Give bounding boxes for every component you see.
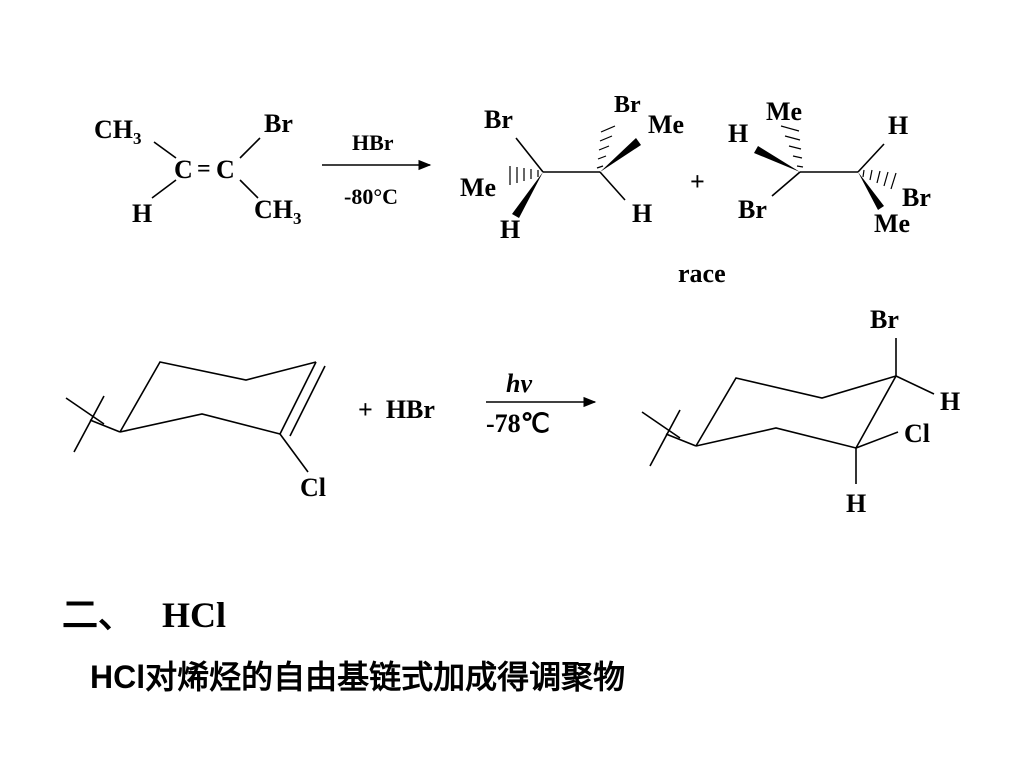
br-right-label: Br <box>902 183 931 212</box>
reaction2-reactant: Cl <box>65 361 326 502</box>
wedge-bond-h <box>754 146 800 172</box>
bond-c-h <box>895 375 935 395</box>
me-left-label: Me <box>460 173 496 202</box>
section-number: 二、 <box>62 595 135 635</box>
tbu-bond-1 <box>641 411 681 439</box>
bond-h-c <box>151 179 177 199</box>
br-top-label: Br <box>614 92 641 118</box>
wedge-bond-h <box>512 172 543 218</box>
cl-label: Cl <box>904 419 930 448</box>
bond-c-br <box>515 137 544 173</box>
me-bottom-label: Me <box>874 209 910 238</box>
ring-double-bond-1 <box>279 361 317 435</box>
ch3-bottom-label: CH3 <box>254 195 302 228</box>
h-left-label: H <box>728 119 748 148</box>
condition-hv: hv <box>506 369 532 398</box>
ring-top-edge <box>695 375 897 447</box>
bond-c-h <box>857 143 885 173</box>
c-right-label: C <box>216 155 235 184</box>
bond-c-br <box>239 137 261 159</box>
bond-ch3-c <box>153 141 177 159</box>
reaction2-arrow: hv -78℃ <box>486 369 597 438</box>
tbu-bond-3 <box>89 419 121 433</box>
br-left-label: Br <box>484 105 513 134</box>
section-title: HCl <box>162 595 227 635</box>
bond-c-ch3 <box>239 179 259 199</box>
ring-double-bond-2 <box>289 365 326 437</box>
description-text: HCl对烯烃的自由基链式加成得调聚物 <box>90 659 626 695</box>
me-right-label: Me <box>648 110 684 139</box>
reaction1-product2: Me H H Br Br Me <box>728 97 931 238</box>
racemate-note: race <box>678 259 726 288</box>
tbu-bond-2 <box>73 395 105 453</box>
reaction2-product: Br H Cl H <box>641 305 960 518</box>
reaction1-arrow: HBr -80°C <box>322 130 432 209</box>
me-top-label: Me <box>766 97 802 126</box>
ring-bottom-edge <box>695 375 897 449</box>
hashed-bond-me <box>509 166 539 185</box>
ring-top-edge <box>119 361 317 433</box>
ring-bottom-edge <box>119 413 281 435</box>
br-left-label: Br <box>738 195 767 224</box>
ch3-top-label: CH3 <box>94 115 142 148</box>
h-right-label: H <box>940 387 960 416</box>
tbu-bond-3 <box>665 433 697 447</box>
temperature-label: -80°C <box>344 184 398 209</box>
condition-temperature: -78℃ <box>486 409 550 438</box>
hashed-bond-br <box>596 125 616 169</box>
h-label: H <box>132 199 152 228</box>
h-bottom-left-label: H <box>500 215 520 244</box>
bond-c-cl <box>279 433 309 473</box>
br-label: Br <box>264 109 293 138</box>
hashed-bond-br <box>862 169 897 190</box>
wedge-bond-me <box>600 138 641 172</box>
bond-c-br <box>771 171 801 197</box>
reaction1-product1: Br Br Me Me H H <box>460 92 684 244</box>
c-left-label: C <box>174 155 193 184</box>
h-bottom-right-label: H <box>632 199 652 228</box>
reagent-hbr: HBr <box>352 130 394 155</box>
cl-label: Cl <box>300 473 326 502</box>
hashed-bond-me <box>780 125 804 168</box>
wedge-bond-me <box>858 172 884 210</box>
reaction1-reactant: CH3 Br C = C H CH3 <box>94 109 302 228</box>
bond-c-cl <box>855 431 899 449</box>
double-bond-symbol: = <box>197 156 211 182</box>
plus-sign: + <box>690 167 705 196</box>
h-right-label: H <box>888 111 908 140</box>
bond-c-h <box>599 171 626 201</box>
plus-hbr: + HBr <box>358 395 435 424</box>
tbu-bond-1 <box>65 397 105 425</box>
section-heading: 二、 HCl <box>62 586 226 638</box>
br-label: Br <box>870 305 899 334</box>
tbu-bond-2 <box>649 409 681 467</box>
h-bottom-label: H <box>846 489 866 518</box>
